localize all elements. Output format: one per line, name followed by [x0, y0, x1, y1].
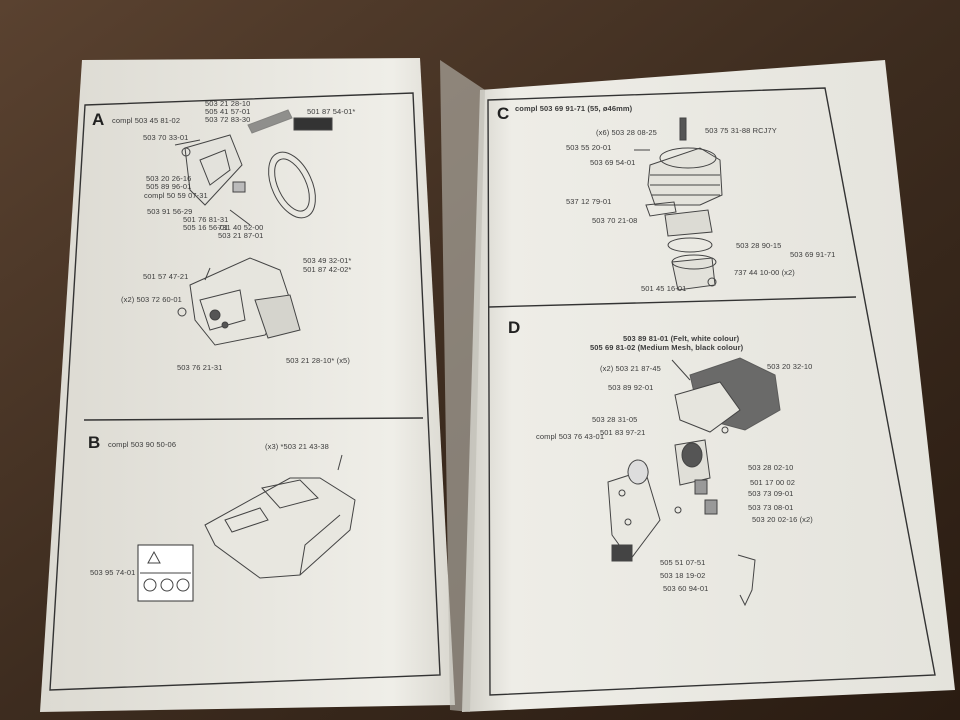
part-label: 503 28 90-15 — [736, 241, 782, 250]
part-label: 503 60 94-01 — [663, 584, 709, 593]
part-label: (x3) *503 21 43-38 — [265, 442, 329, 451]
panel-letter-b: B — [88, 433, 101, 452]
part-label: 505 16 56-01 — [183, 223, 229, 232]
part-label: 503 69 91-71 — [790, 250, 836, 259]
part-label: 501 76 81-31 — [183, 215, 229, 224]
part-label: 503 18 19-02 — [660, 571, 706, 580]
part-label: 501 45 16-01 — [641, 284, 687, 293]
panel-letter-a: A — [92, 110, 105, 129]
part-label: 503 73 08-01 — [748, 503, 794, 512]
part-label: 505 69 81-02 (Medium Mesh, black colour) — [590, 343, 744, 352]
part-label: 503 28 31-05 — [592, 415, 638, 424]
part-label: 503 49 32-01* — [303, 256, 352, 265]
right-page-frame — [487, 87, 936, 696]
part-label: 503 69 54-01 — [590, 158, 636, 167]
panel-c-header: compl 503 69 91-71 (55, ø46mm) — [515, 104, 633, 113]
part-label: 503 89 92-01 — [608, 383, 654, 392]
part-label: 503 70 21-08 — [592, 216, 638, 225]
panel-letter-d: D — [508, 318, 521, 337]
part-label: (x2) 503 21 87-45 — [600, 364, 661, 373]
part-label: 503 73 09-01 — [748, 489, 794, 498]
part-label: 503 20 26-16 — [146, 174, 192, 183]
panel-letter-c: C — [497, 104, 510, 123]
part-label: 503 76 21-31 — [177, 363, 223, 372]
part-label: 503 55 20-01 — [566, 143, 612, 152]
part-label: compl 50 59 07-31 — [144, 191, 208, 200]
part-label: 501 17 00 02 — [750, 478, 795, 487]
part-label: 501 87 42-02* — [303, 265, 352, 274]
panel-a-drawing — [174, 109, 333, 346]
part-label: 503 75 31-88 RCJ7Y — [705, 126, 777, 135]
part-label: 503 28 02-10 — [748, 463, 794, 472]
part-label: 503 70 33-01 — [143, 133, 189, 142]
part-label: 737 44 10-00 (x2) — [734, 268, 795, 277]
panel-a-header: compl 503 45 81-02 — [112, 116, 181, 125]
part-label: 731 40 52-00 — [218, 223, 264, 232]
part-label: 503 95 74-01 — [90, 568, 136, 577]
part-label: (x6) 503 28 08-25 — [596, 128, 657, 137]
part-label: 503 20 32-10 — [767, 362, 813, 371]
part-label: 501 57 47-21 — [143, 272, 189, 281]
panel-b-header: compl 503 90 50-06 — [108, 440, 177, 449]
left-page — [40, 58, 455, 712]
part-label: 501 83 97-21 — [600, 428, 646, 437]
part-label: 503 21 87-01 — [218, 231, 264, 240]
panel-b-drawing — [137, 454, 356, 602]
part-label: 501 87 54-01* — [307, 107, 356, 116]
panel-d-drawing — [607, 357, 781, 607]
part-label: 503 21 28-10 — [205, 99, 251, 108]
part-label: 537 12 79-01 — [566, 197, 612, 206]
part-label: (x2) 503 72 60-01 — [121, 295, 182, 304]
part-label: 503 20 02-16 (x2) — [752, 515, 813, 524]
part-label: 503 89 81-01 (Felt, white colour) — [623, 334, 740, 343]
left-page-frame — [49, 92, 441, 691]
part-label: 505 89 96-01 — [146, 182, 192, 191]
part-label: 503 91 56-29 — [147, 207, 193, 216]
panel-c-drawing — [634, 117, 723, 291]
part-label: compl 503 76 43-01 — [536, 432, 605, 441]
part-label: 503 21 28-10* (x5) — [286, 356, 350, 365]
part-label: 505 41 57-01 — [205, 107, 251, 116]
part-label: 505 51 07-51 — [660, 558, 706, 567]
part-label: 503 72 83-30 — [205, 115, 251, 124]
